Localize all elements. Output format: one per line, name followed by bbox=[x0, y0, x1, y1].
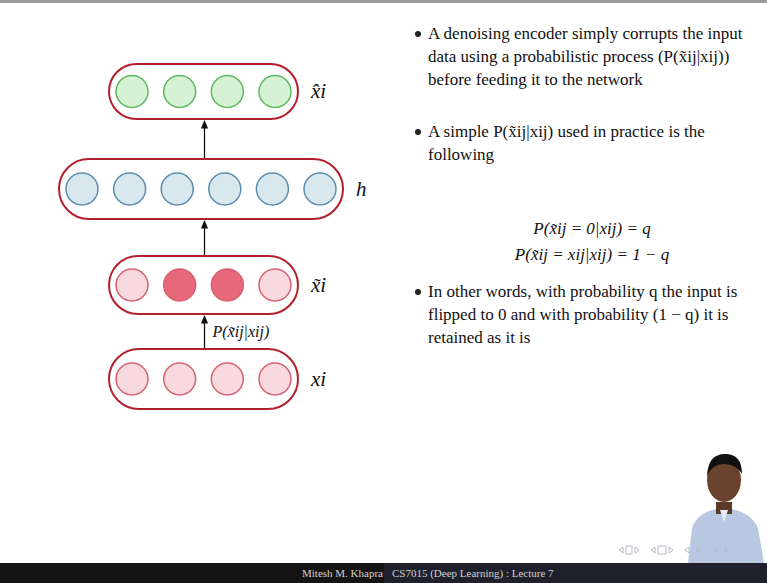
formula: P(x̃ij = xij|xij) = 1 − q bbox=[515, 244, 669, 266]
neuron-row bbox=[110, 65, 297, 118]
neuron-row bbox=[110, 350, 297, 408]
neuron bbox=[164, 269, 196, 301]
bullet-text: A simple P(x̃ij|xij) used in practice is… bbox=[428, 120, 758, 166]
bullet-dot bbox=[415, 31, 421, 37]
edge-label: P(x̃ij|xij) bbox=[211, 323, 272, 341]
neuron-row bbox=[110, 257, 297, 313]
presenter-figure bbox=[680, 436, 767, 563]
neuron bbox=[114, 173, 146, 205]
corrupted-input-layer: x̃i bbox=[108, 255, 299, 315]
neuron bbox=[259, 363, 291, 395]
neuron bbox=[116, 269, 148, 301]
bullet-dot bbox=[415, 129, 421, 135]
bullet-text: A denoising encoder simply corrupts the … bbox=[428, 22, 758, 91]
neuron bbox=[116, 76, 148, 108]
layer-label: h bbox=[356, 177, 367, 202]
neuron bbox=[211, 76, 243, 108]
arrow-head bbox=[201, 120, 208, 128]
footer-course: CS7015 (Deep Learning) : Lecture 7 bbox=[392, 566, 554, 580]
neuron-row bbox=[60, 160, 342, 218]
neuron bbox=[116, 363, 148, 395]
layer-label: xi bbox=[311, 367, 326, 392]
connector-line bbox=[204, 228, 205, 255]
layer-label: x̂i bbox=[311, 79, 326, 104]
connector bbox=[201, 120, 208, 158]
top-rule bbox=[0, 0, 767, 3]
neuron bbox=[259, 269, 291, 301]
layer-label: x̃i bbox=[311, 273, 326, 298]
output-layer: x̂i bbox=[108, 63, 299, 120]
neuron bbox=[66, 173, 98, 205]
bullet-dot bbox=[415, 289, 421, 295]
footer-author: Mitesh M. Khapra bbox=[302, 566, 383, 580]
neuron bbox=[304, 173, 336, 205]
arrow-head bbox=[201, 315, 208, 323]
connector-line bbox=[204, 323, 205, 348]
arrow-head bbox=[201, 220, 208, 228]
neuron bbox=[211, 363, 243, 395]
nav-symbols bbox=[615, 544, 755, 556]
neuron bbox=[259, 76, 291, 108]
neuron bbox=[161, 173, 193, 205]
neuron bbox=[209, 173, 241, 205]
formula: P(x̃ij = 0|xij) = q bbox=[533, 218, 650, 240]
neuron bbox=[256, 173, 288, 205]
neuron bbox=[211, 269, 243, 301]
connector-line bbox=[204, 128, 205, 158]
connector bbox=[201, 315, 208, 348]
neuron bbox=[164, 363, 196, 395]
connector bbox=[201, 220, 208, 255]
input-layer: xi bbox=[108, 348, 299, 410]
neuron bbox=[164, 76, 196, 108]
bullet-text: In other words, with probability q the i… bbox=[428, 280, 758, 349]
hidden-layer: h bbox=[58, 158, 344, 220]
